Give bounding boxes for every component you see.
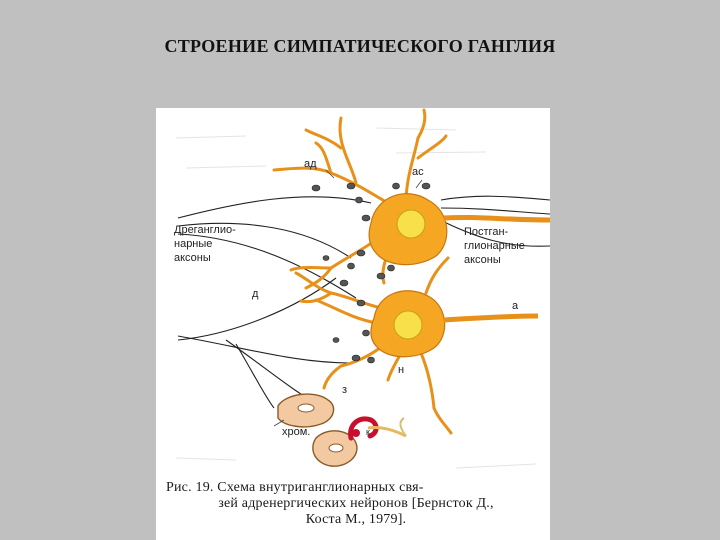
label-z: з: [342, 384, 348, 396]
lower-neuron-axon: [443, 313, 539, 323]
preganglionic-axons: [177, 196, 372, 409]
caption-line-1: Рис. 19. Схема внутриганглионарных свя-: [166, 480, 424, 495]
label-preganglionic-line1: Дреганглио-: [174, 224, 236, 236]
label-d: д: [252, 288, 259, 300]
synaptic-varicosities: [311, 182, 431, 364]
label-postganglionic-line2: глионарные: [464, 240, 525, 252]
chromaffin-cells: [277, 393, 358, 467]
red-sif-cell: [348, 416, 407, 441]
ganglion-diagram: ад ас Дреганглио- нарные аксоны Постган-…: [156, 108, 550, 540]
lower-neuron-nucleus: [393, 310, 423, 340]
label-n: н: [398, 364, 405, 376]
label-ad: ад: [304, 158, 317, 170]
label-a: а: [512, 300, 519, 312]
caption-line-2: зей адренергических нейронов [Бернсток Д…: [218, 496, 494, 511]
lower-neuron-dendrites: [294, 256, 453, 435]
ganglion-drawing: [175, 108, 550, 469]
slide-title: СТРОЕНИЕ СИМПАТИЧЕСКОГО ГАНГЛИЯ: [164, 36, 556, 56]
label-as: ас: [412, 166, 424, 178]
label-postganglionic-line3: аксоны: [464, 254, 501, 266]
label-postganglionic-line1: Постган-: [464, 226, 509, 238]
label-k: к: [366, 427, 370, 437]
label-leaders: [273, 169, 423, 427]
label-preganglionic-line2: нарные: [174, 238, 213, 250]
caption-line-3: Коста М., 1979].: [305, 512, 407, 527]
upper-neuron-nucleus: [396, 209, 426, 239]
figure-caption: Рис. 19. Схема внутриганглионарных свя- …: [166, 480, 546, 528]
upper-neuron-axon: [443, 214, 550, 223]
label-chromaffin: хром.: [282, 426, 311, 438]
label-preganglionic-line3: аксоны: [174, 252, 211, 264]
background-texture: [175, 127, 537, 469]
